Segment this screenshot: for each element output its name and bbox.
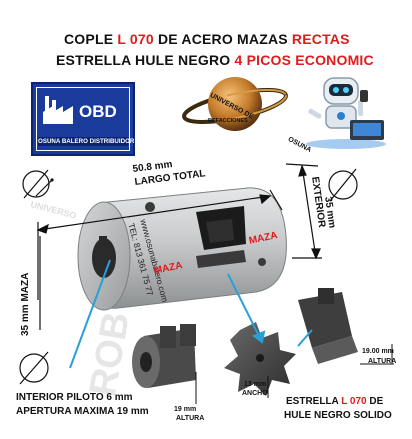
planet-icon bbox=[182, 77, 288, 131]
page-title-line1: COPLE L 070 DE ACERO MAZAS RECTAS bbox=[64, 31, 350, 47]
obd-logo: OBD OSUNA BALERO DISTRIBUIDOR bbox=[31, 82, 135, 156]
star-caption-prefix: ESTRELLA bbox=[286, 396, 342, 407]
star-caption-model: L 070 bbox=[341, 396, 367, 407]
pointer-arrows bbox=[69, 259, 313, 369]
exterior-dimension bbox=[285, 163, 358, 260]
right-hub bbox=[298, 288, 358, 364]
title-rectas: RECTAS bbox=[291, 31, 350, 47]
title-mid: DE ACERO MAZAS bbox=[153, 31, 292, 47]
obd-letters: OBD bbox=[79, 102, 117, 121]
factory-icon bbox=[43, 96, 73, 124]
maza-side-label: 35 mm MAZA bbox=[20, 272, 31, 336]
coupling-body bbox=[77, 187, 287, 311]
title-prefix: COPLE bbox=[64, 31, 118, 47]
robot-icon bbox=[306, 77, 386, 149]
star-caption-line1: ESTRELLA L 070 DE bbox=[286, 396, 383, 407]
pilot-bore-label: INTERIOR PILOTO 6 mm bbox=[16, 392, 133, 403]
star-width-label: ANCHO bbox=[242, 390, 268, 397]
hub-height-label: ALTURA bbox=[176, 415, 205, 422]
diameter-symbol-top bbox=[22, 169, 50, 199]
star-spider bbox=[224, 322, 296, 396]
right-height-value: 19.00 mm bbox=[362, 348, 394, 355]
star-caption-suffix: DE bbox=[366, 396, 384, 407]
planet-text-2: REFACCIONES bbox=[208, 118, 248, 124]
length-dimension bbox=[36, 189, 283, 300]
obd-caption: OSUNA BALERO DISTRIBUIDOR bbox=[38, 137, 135, 146]
obd-logo-frame bbox=[36, 87, 130, 151]
star-width-value: 13 mm bbox=[244, 381, 267, 388]
left-hub bbox=[132, 324, 196, 388]
star-caption-line2: HULE NEGRO SOLIDO bbox=[284, 410, 392, 421]
title2-prefix: ESTRELLA HULE NEGRO bbox=[56, 52, 235, 68]
right-height-label: ALTURA bbox=[368, 358, 397, 365]
hub-height-value: 19 mm bbox=[174, 406, 197, 413]
hub-height-dims bbox=[195, 344, 394, 404]
max-opening-label: APERTURA MAXIMA 19 mm bbox=[16, 406, 149, 417]
title-model: L 070 bbox=[117, 31, 154, 47]
title2-red: 4 PICOS ECONOMIC bbox=[234, 52, 374, 68]
page-title-line2: ESTRELLA HULE NEGRO 4 PICOS ECONOMIC bbox=[56, 52, 374, 68]
